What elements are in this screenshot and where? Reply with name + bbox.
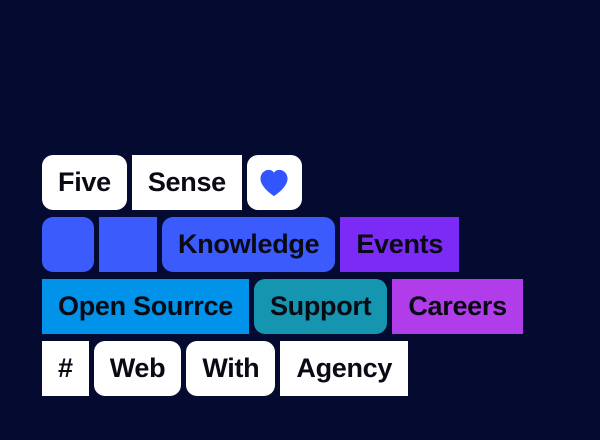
tag-blank-1[interactable] xyxy=(42,217,94,272)
tag-label: Events xyxy=(356,229,444,259)
tag-five[interactable]: Five xyxy=(42,155,127,210)
tag-row: # Web With Agency xyxy=(42,341,409,396)
heart-icon xyxy=(259,169,289,197)
tag-label: # xyxy=(58,353,73,383)
tag-support[interactable]: Support xyxy=(253,279,388,334)
tag-label: Support xyxy=(269,291,372,321)
tag-label: With xyxy=(202,353,260,383)
tag-label: Sense xyxy=(147,167,226,197)
tag-careers[interactable]: Careers xyxy=(392,279,523,334)
tag-agency[interactable]: Agency xyxy=(280,341,409,396)
tag-row: Five Sense xyxy=(42,155,302,210)
tag-label: Agency xyxy=(296,353,393,383)
tag-label: Knowledge xyxy=(178,229,320,259)
tag-sense[interactable]: Sense xyxy=(131,155,242,210)
tag-blank-2[interactable] xyxy=(99,217,157,272)
tag-row: Open Sourrce Support Careers xyxy=(42,279,523,334)
tag-label: Open Sourrce xyxy=(58,291,233,321)
tag-hash[interactable]: # xyxy=(42,341,89,396)
tag-events[interactable]: Events xyxy=(340,217,460,272)
tag-with[interactable]: With xyxy=(186,341,276,396)
tag-open-source[interactable]: Open Sourrce xyxy=(42,279,249,334)
tag-label: Five xyxy=(58,167,111,197)
tag-heart[interactable] xyxy=(246,155,302,210)
tag-label: Careers xyxy=(408,291,507,321)
tag-web[interactable]: Web xyxy=(93,341,182,396)
tag-label: Web xyxy=(109,353,166,383)
tag-cloud: Five Sense Knowledge xyxy=(42,155,523,396)
tag-row: Knowledge Events xyxy=(42,217,460,272)
tag-knowledge[interactable]: Knowledge xyxy=(162,217,336,272)
